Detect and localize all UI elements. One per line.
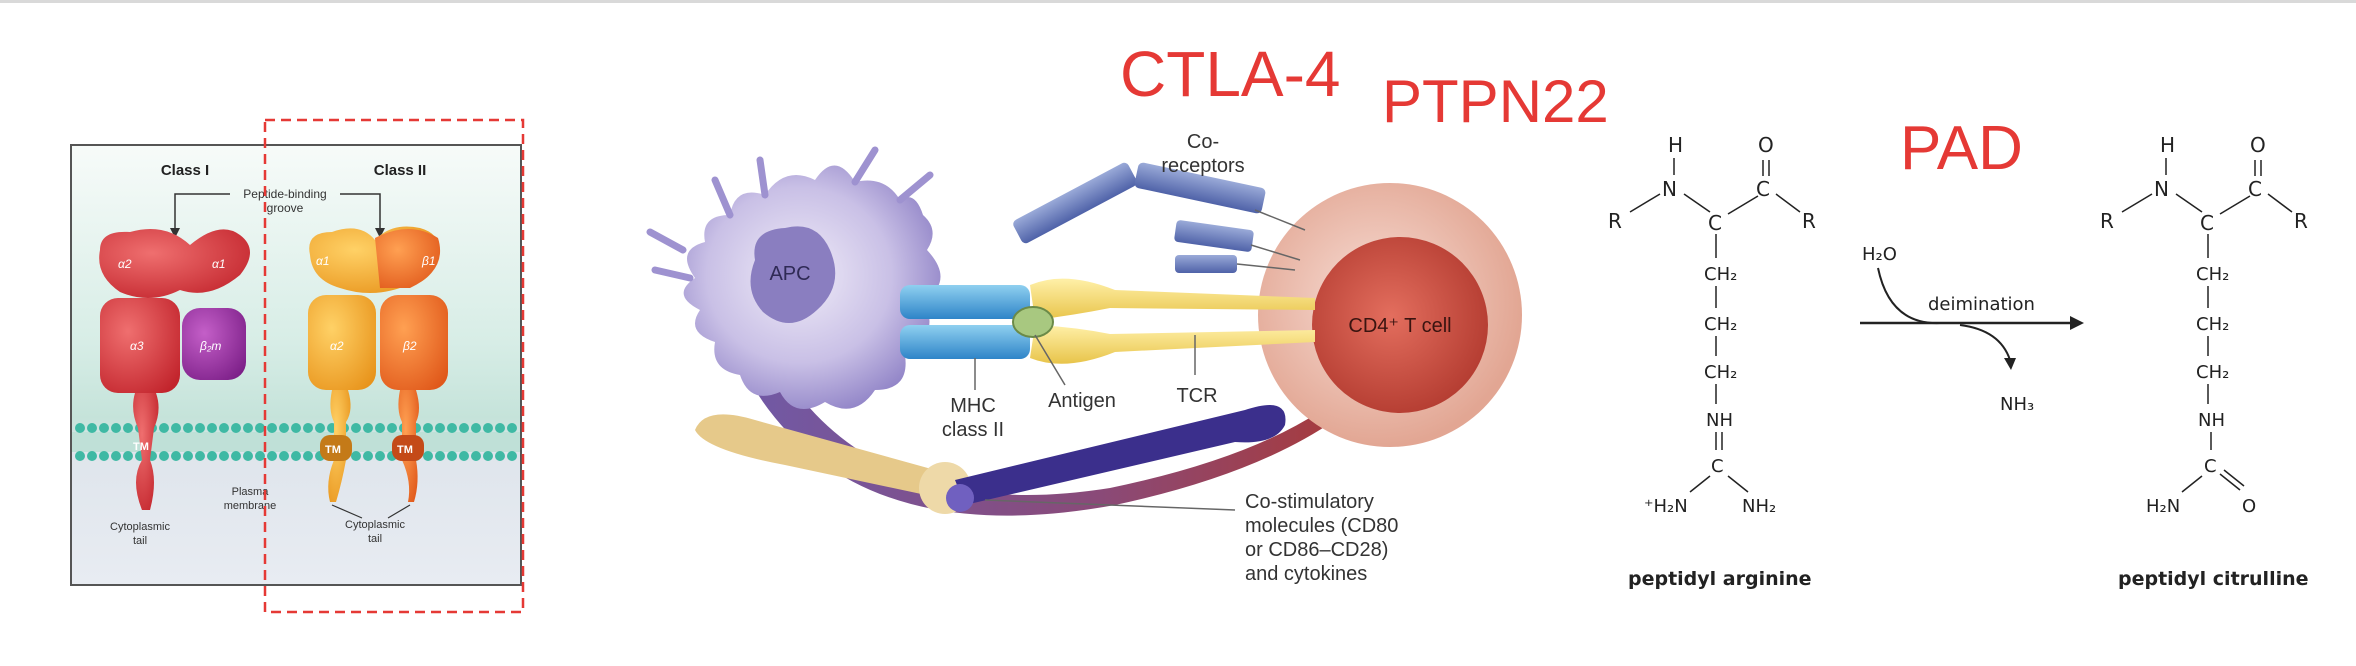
tcell-label: CD4⁺ T cell	[1348, 315, 1451, 337]
cit-r-right: R	[2294, 209, 2308, 233]
ptpn22-label: PTPN22	[1382, 68, 1609, 135]
arg-r-right: R	[1802, 209, 1816, 233]
costim-label-1: Co-stimulatory	[1245, 491, 1374, 513]
antigen-label: Antigen	[1048, 390, 1116, 412]
mhc-class-diagram: Class I Class II Peptide-binding groove …	[70, 118, 525, 614]
plasma-label-1: Plasma	[232, 486, 270, 498]
cit-o: O	[2250, 133, 2266, 157]
arginine-caption: peptidyl arginine	[1628, 568, 1812, 590]
arg-n: N	[1662, 177, 1677, 201]
arg-ch2-2: CH₂	[1704, 314, 1737, 335]
b1-label: β1	[421, 254, 436, 268]
arg-o: O	[1758, 133, 1774, 157]
class2-a1-label: α1	[316, 254, 330, 268]
arg-h2n-plus: ⁺H₂N	[1644, 496, 1688, 517]
class1-a1-label: α1	[212, 257, 226, 271]
cit-c-carbonyl: C	[2248, 177, 2262, 201]
cit-c-urea: C	[2204, 456, 2217, 477]
costim-label-2: molecules (CD80	[1245, 515, 1398, 537]
costim-label-4: and cytokines	[1245, 563, 1367, 585]
costim-molecules	[695, 405, 1286, 514]
ctla4-label: CTLA-4	[1120, 38, 1341, 110]
cyto-left-1: Cytoplasmic	[110, 521, 170, 533]
costim-label-3: or CD86–CD28)	[1245, 539, 1388, 561]
apc-nucleus	[750, 226, 836, 324]
arg-h: H	[1668, 133, 1683, 157]
coreceptors-label-2: receptors	[1161, 155, 1244, 177]
arg-ch2-3: CH₂	[1704, 362, 1737, 383]
peptidyl-arginine-structure: H N R C C O R CH₂ CH₂ CH₂ NH C ⁺H₂N NH₂ …	[1608, 133, 1816, 590]
tcr-label: TCR	[1176, 385, 1217, 407]
deimination-arrow: H₂O deimination NH₃	[1860, 244, 2084, 415]
cyto-left-2: tail	[133, 535, 147, 547]
arg-ch2-1: CH₂	[1704, 264, 1737, 285]
cit-o-urea: O	[2242, 496, 2256, 517]
arg-nh: NH	[1706, 410, 1733, 431]
class2-a2-label: α2	[330, 339, 344, 353]
mhc-tcr-complex	[900, 278, 1315, 364]
mhc-class2-molecule: α1 β1 α2 β2 TM TM	[308, 226, 448, 502]
coreceptors	[1013, 162, 1306, 273]
class2-tm-label-b: TM	[397, 444, 413, 456]
groove-label-2: groove	[267, 201, 304, 215]
apc-label: APC	[769, 263, 810, 285]
class1-heading: Class I	[161, 162, 209, 179]
deimination-reaction: H N R C C O R CH₂ CH₂ CH₂ NH C ⁺H₂N NH₂ …	[1608, 133, 2309, 590]
mhc-label-1: MHC	[950, 395, 996, 417]
top-divider-line	[0, 0, 2356, 3]
class1-a2-label: α2	[118, 257, 132, 271]
mhc-class1-molecule: α2 α1 α3 β₂m TM	[99, 228, 250, 510]
arg-c-guanidino: C	[1711, 456, 1724, 477]
arg-r-left: R	[1608, 209, 1622, 233]
citrulline-caption: peptidyl citrulline	[2118, 568, 2309, 590]
pad-label: PAD	[1900, 114, 2023, 183]
cit-h2n: H₂N	[2146, 496, 2180, 517]
cit-ch2-2: CH₂	[2196, 314, 2229, 335]
class1-tm-label: TM	[133, 441, 149, 453]
class2-heading: Class II	[374, 162, 427, 179]
cyto-right-2: tail	[368, 533, 382, 545]
arg-c-alpha: C	[1708, 211, 1722, 235]
cit-ch2-3: CH₂	[2196, 362, 2229, 383]
class1-a3-label: α3	[130, 339, 144, 353]
tcell-nucleus	[1312, 237, 1488, 413]
ammonia-label: NH₃	[2000, 394, 2034, 415]
mhc-label-2: class II	[942, 419, 1004, 441]
cit-nh: NH	[2198, 410, 2225, 431]
b2-label: β2	[402, 339, 417, 353]
class2-highlight-box	[263, 118, 525, 614]
groove-pointer	[174, 193, 381, 230]
deimination-label: deimination	[1928, 294, 2035, 315]
cit-ch2-1: CH₂	[2196, 264, 2229, 285]
cit-h: H	[2160, 133, 2175, 157]
plasma-label-2: membrane	[224, 500, 277, 512]
antigen-peptide	[1012, 306, 1054, 338]
cyto-right-1: Cytoplasmic	[345, 519, 405, 531]
peptidyl-citrulline-structure: H N R C C O R CH₂ CH₂ CH₂ NH C H₂N O pep…	[2100, 133, 2309, 590]
arg-nh2: NH₂	[1742, 496, 1776, 517]
cit-r-left: R	[2100, 209, 2114, 233]
class2-tm-label-a: TM	[325, 444, 341, 456]
coreceptors-label-1: Co-	[1187, 131, 1219, 153]
b2m-label: β₂m	[199, 339, 221, 353]
arg-c-carbonyl: C	[1756, 177, 1770, 201]
groove-label-1: Peptide-binding	[243, 187, 326, 201]
cit-n: N	[2154, 177, 2169, 201]
immune-synapse-diagram: APC CD4⁺ T cell Co- receptors MHC class …	[646, 131, 1522, 585]
cit-c-alpha: C	[2200, 211, 2214, 235]
water-label: H₂O	[1862, 244, 1897, 265]
